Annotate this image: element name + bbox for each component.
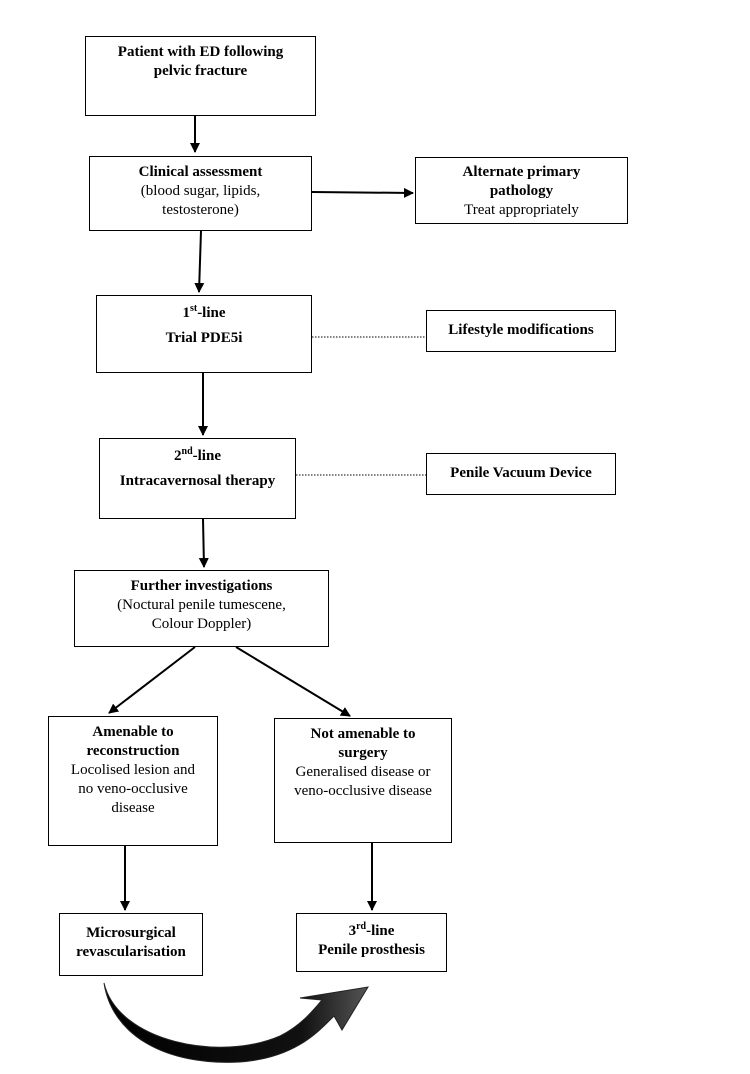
arrow-assessment-to-first-line [194,230,205,293]
alternate-title-line2: pathology [489,183,554,199]
arrow-assessment-to-alternate [311,187,414,198]
prosthesis-node: 3rd-line Penile prosthesis [296,913,447,972]
alternate-detail: Treat appropriately [464,202,579,218]
assessment-detail-line1: (blood sugar, lipids, [140,183,261,199]
assessment-node: Clinical assessment (blood sugar, lipids… [89,156,312,231]
assessment-title: Clinical assessment [138,164,263,180]
vacuum-label: Penile Vacuum Device [450,465,592,481]
second-line-node: 2nd-line Intracavernosal therapy [99,438,296,519]
alternate-node: Alternate primary pathology Treat approp… [415,157,628,224]
lifestyle-node: Lifestyle modifications [426,310,616,352]
start-node: Patient with ED following pelvic fractur… [85,36,316,116]
microsurgical-title-line2: revascularisation [76,944,186,960]
second-line-label: 2nd-line [174,446,221,465]
amenable-detail-line1: Locolised lesion and [70,762,196,778]
amenable-node: Amenable to reconstruction Locolised les… [48,716,218,846]
microsurgical-title-line1: Microsurgical [86,925,176,941]
second-line-treatment: Intracavernosal therapy [119,473,276,489]
alternate-title-line1: Alternate primary [462,164,581,180]
start-title-line1: Patient with ED following [117,44,284,60]
curved-escalation-arrow [103,982,369,1063]
microsurgical-node: Microsurgical revascularisation [59,913,203,976]
first-line-treatment: Trial PDE5i [165,330,243,346]
amenable-title-line2: reconstruction [86,743,180,759]
amenable-detail-line3: disease [111,800,155,816]
prosthesis-label: 3rd-line [348,921,395,940]
amenable-detail-line2: no veno-occlusive [78,781,188,797]
investigations-detail-line1: (Noctural penile tumescene, [117,597,286,613]
not-amenable-node: Not amenable to surgery Generalised dise… [274,718,452,843]
first-line-label: 1st-line [182,303,226,322]
arrow-investigations-to-amenable [108,646,196,714]
not-amenable-title-line2: surgery [338,745,388,761]
vacuum-node: Penile Vacuum Device [426,453,616,495]
assessment-detail-line2: testosterone) [162,202,239,218]
not-amenable-detail-line2: veno-occlusive disease [294,783,432,799]
investigations-detail-line2: Colour Doppler) [151,616,252,632]
amenable-title-line1: Amenable to [92,724,174,740]
investigations-node: Further investigations (Noctural penile … [74,570,329,647]
not-amenable-title-line1: Not amenable to [310,726,416,742]
investigations-title: Further investigations [130,578,273,594]
arrow-second-line-to-investigations [198,518,209,568]
start-title-line2: pelvic fracture [153,63,248,79]
not-amenable-detail-line1: Generalised disease or [295,764,431,780]
arrow-investigations-to-not-amenable [235,646,351,717]
first-line-node: 1st-line Trial PDE5i [96,295,312,373]
prosthesis-treatment: Penile prosthesis [318,942,425,958]
lifestyle-label: Lifestyle modifications [448,322,594,338]
